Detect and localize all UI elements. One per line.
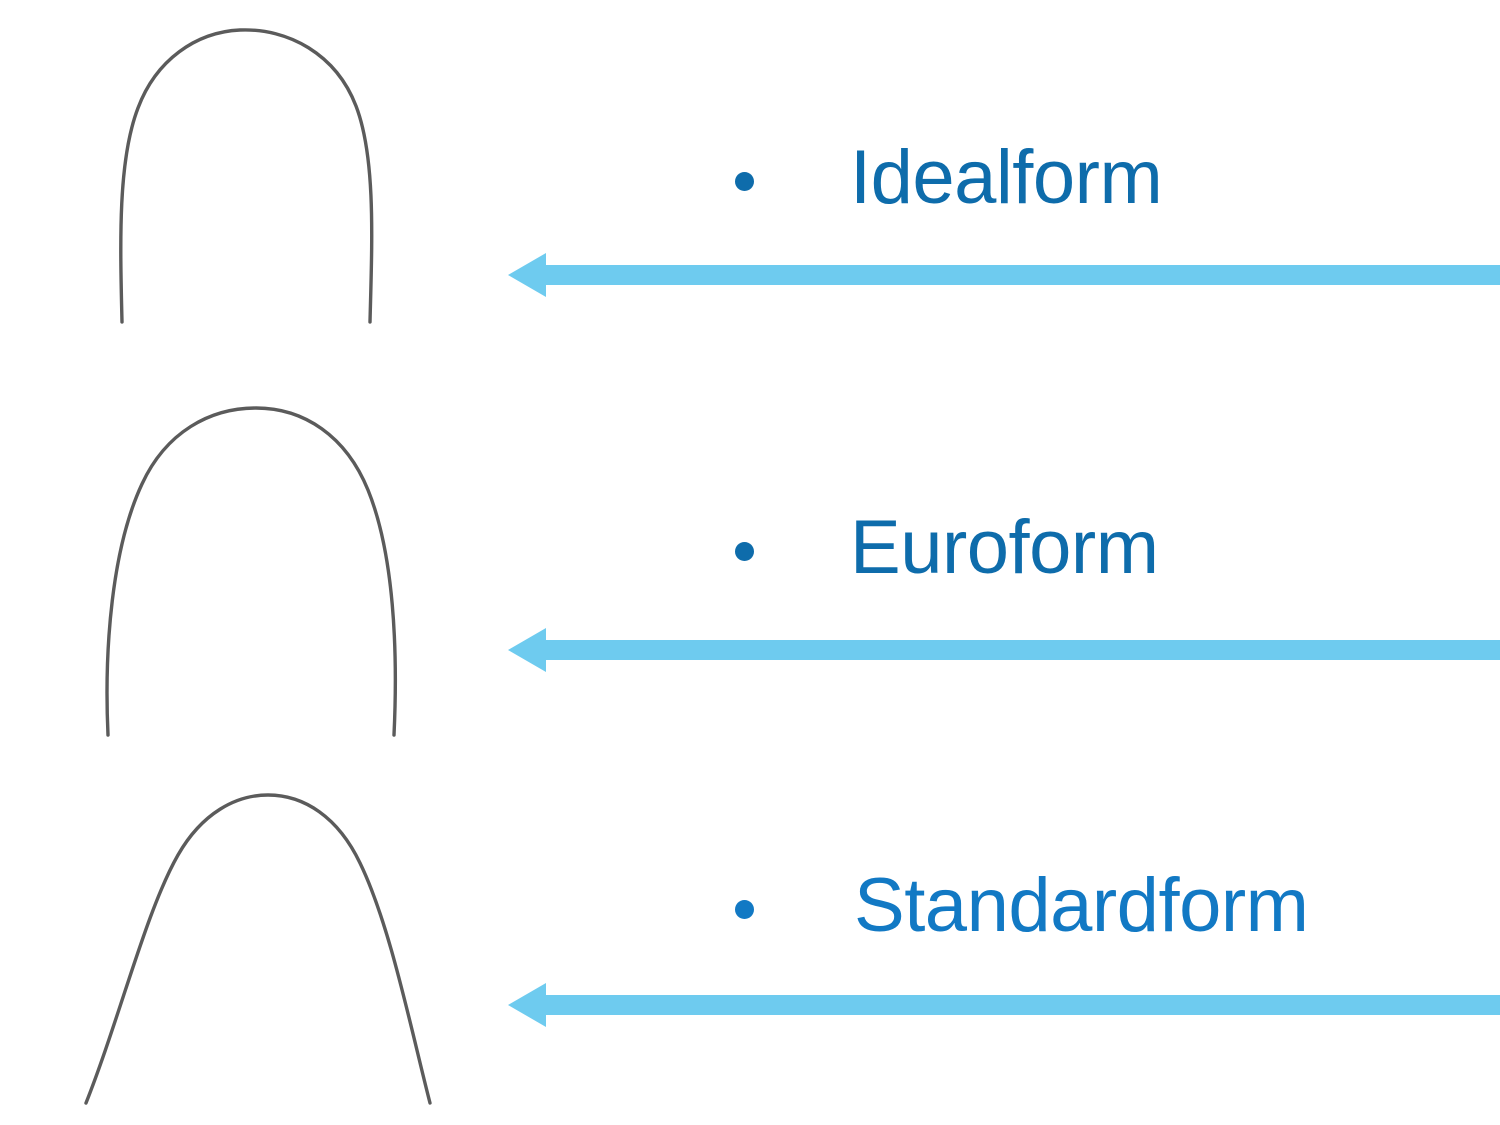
archwire-euroform	[60, 398, 480, 743]
left-arrow-shape	[508, 983, 1500, 1027]
bullet-dot-icon	[735, 541, 754, 561]
archwire-path	[84, 793, 432, 1105]
list-item-euroform: Euroform	[735, 510, 1159, 586]
archwire-euroform-svg	[105, 406, 398, 737]
left-arrow-shape	[508, 628, 1500, 672]
archwire-standardform-svg	[84, 793, 432, 1105]
left-arrow-icon	[508, 253, 1500, 297]
left-arrow-icon	[508, 628, 1500, 672]
arrow-standardform	[508, 981, 1500, 1029]
list-item-standardform: Standardform	[735, 863, 1309, 948]
label-standardform: Standardform	[854, 863, 1309, 948]
bullet-dot-icon	[735, 171, 754, 191]
left-arrow-shape	[508, 253, 1500, 297]
arrow-idealform	[508, 251, 1500, 299]
archwire-idealform-svg	[119, 28, 374, 324]
label-idealform: Idealform	[850, 135, 1163, 220]
arrow-euroform	[508, 626, 1500, 674]
archwire-standardform	[60, 785, 480, 1110]
left-arrow-icon	[508, 983, 1500, 1027]
archwire-path	[105, 406, 398, 737]
list-item-idealform: Idealform	[735, 135, 1163, 220]
bullet-dot-icon	[735, 899, 754, 919]
archwire-idealform	[60, 10, 480, 340]
archwire-path	[119, 28, 374, 324]
label-euroform: Euroform	[850, 505, 1159, 590]
